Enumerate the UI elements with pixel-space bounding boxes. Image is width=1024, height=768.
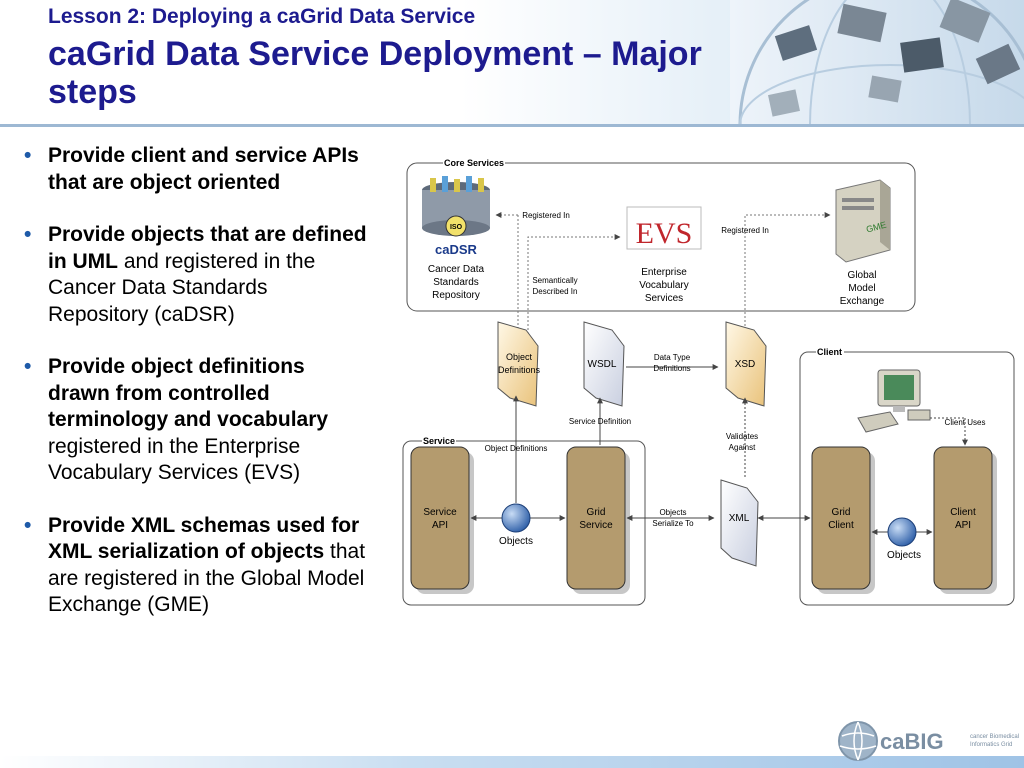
evs-logo-icon: EVS xyxy=(626,206,702,250)
edge-semantically-described-in xyxy=(527,234,621,350)
cabig-tagline-line: cancer Biomedical xyxy=(970,734,1019,740)
core-services-label: Core Services xyxy=(444,158,504,168)
doc-label: XSD xyxy=(735,359,756,370)
service-api-label: API xyxy=(432,520,448,531)
service-box-label: Service xyxy=(423,436,455,446)
bullet-text: and registered in the Cancer Data Standa… xyxy=(48,249,316,326)
registered-in-label: Registered In xyxy=(721,226,769,235)
object-definitions-document-icon: Object Definitions xyxy=(497,321,541,407)
cadsr-caption-line: Standards xyxy=(433,277,479,288)
header-divider xyxy=(0,124,1024,127)
objects-globe-icon xyxy=(887,517,917,547)
client-box-label: Client xyxy=(817,347,842,357)
doc-label: Definitions xyxy=(498,365,541,375)
edge-registered-in-gme xyxy=(744,212,831,350)
data-type-label: Data Type xyxy=(654,353,691,362)
validates-label: Against xyxy=(729,443,756,452)
deployment-diagram: Core Services ISO caDSR Cancer Data Stan… xyxy=(402,158,1015,606)
objects-label: Objects xyxy=(887,550,921,561)
evs-caption-line: Vocabulary xyxy=(639,280,688,291)
bullet-dot-icon: • xyxy=(24,144,32,167)
validates-label: Validates xyxy=(726,432,758,441)
slide-header: Lesson 2: Deploying a caGrid Data Servic… xyxy=(0,0,1024,125)
grid-client-label: Grid xyxy=(832,507,851,518)
cabig-globe-icon xyxy=(839,722,877,760)
bullet-text: registered in the Enterprise Vocabulary … xyxy=(48,434,301,485)
serialize-label: Objects xyxy=(659,508,686,517)
client-uses-label: Client Uses xyxy=(945,418,986,427)
bullet-item: • Provide objects that are defined in UML… xyxy=(22,222,367,328)
data-type-label: Definitions xyxy=(653,364,690,373)
client-api-box xyxy=(933,446,993,590)
cadsr-iso-badge: ISO xyxy=(450,224,463,231)
evs-caption-line: Services xyxy=(645,293,683,304)
xsd-document-icon: XSD xyxy=(725,321,767,407)
bullet-bold-text: Provide XML schemas used for XML seriali… xyxy=(48,513,360,564)
objects-label: Objects xyxy=(499,536,533,547)
doc-label: WSDL xyxy=(588,359,617,370)
gme-caption-line: Model xyxy=(848,283,875,294)
bullet-text: that are registered in the Global Model … xyxy=(48,540,366,616)
service-definition-label: Service Definition xyxy=(569,417,631,426)
bullet-bold-text: Provide object definitions drawn from co… xyxy=(48,355,329,431)
globe-banner-image xyxy=(730,0,1024,124)
grid-client-box xyxy=(811,446,871,590)
gme-server-icon: GME xyxy=(835,179,891,263)
grid-client-label: Client xyxy=(828,520,854,531)
semantically-described-label: Semantically xyxy=(532,276,577,285)
doc-label: Object xyxy=(506,352,533,362)
cabig-tagline-line: Informatics Grid xyxy=(970,742,1012,748)
semantically-described-label: Described In xyxy=(533,287,578,296)
bullet-bold-text: Provide client and service APIs that are… xyxy=(48,144,359,194)
cadsr-caption-line: Cancer Data xyxy=(428,264,485,275)
object-definitions-edge-label: Object Definitions xyxy=(485,444,548,453)
evs-logo-text: EVS xyxy=(636,217,693,250)
objects-globe-icon xyxy=(501,503,531,533)
wsdl-document-icon: WSDL xyxy=(583,321,625,407)
cadsr-icon: ISO caDSR xyxy=(422,176,490,257)
xml-document-icon: XML xyxy=(720,479,759,567)
client-api-label: Client xyxy=(950,507,976,518)
doc-label: XML xyxy=(729,513,750,524)
lesson-subtitle: Lesson 2: Deploying a caGrid Data Servic… xyxy=(48,5,476,28)
bullet-item: • Provide XML schemas used for XML serial… xyxy=(22,513,367,619)
cadsr-logo-text: caDSR xyxy=(435,242,478,257)
gme-caption-line: Exchange xyxy=(840,296,885,307)
grid-service-box xyxy=(566,446,626,590)
bullet-item: • Provide object definitions drawn from c… xyxy=(22,354,367,487)
serialize-label: Serialize To xyxy=(652,519,694,528)
bullet-list: • Provide client and service APIs that ar… xyxy=(22,143,367,645)
grid-service-label: Grid xyxy=(587,507,606,518)
client-computer-icon xyxy=(857,369,931,433)
cabig-logo: caBIG cancer Biomedical Informatics Grid xyxy=(838,721,1019,761)
bullet-item: • Provide client and service APIs that ar… xyxy=(22,143,367,196)
service-api-box xyxy=(410,446,470,590)
client-api-label: API xyxy=(955,520,971,531)
bullet-dot-icon: • xyxy=(24,355,32,378)
grid-service-label: Service xyxy=(579,520,613,531)
cabig-logo-text: caBIG xyxy=(880,729,944,754)
gme-caption-line: Global xyxy=(848,270,877,281)
slide-title: caGrid Data Service Deployment – Major s… xyxy=(48,35,702,111)
registered-in-label: Registered In xyxy=(522,211,570,220)
service-api-label: Service xyxy=(423,507,457,518)
cadsr-caption-line: Repository xyxy=(432,290,480,301)
bullet-dot-icon: • xyxy=(24,513,32,537)
bullet-dot-icon: • xyxy=(24,223,32,246)
footer-bar xyxy=(0,756,1024,768)
evs-caption-line: Enterprise xyxy=(641,267,687,278)
bullet-bold-text: Provide objects that are defined in UML xyxy=(48,223,367,273)
